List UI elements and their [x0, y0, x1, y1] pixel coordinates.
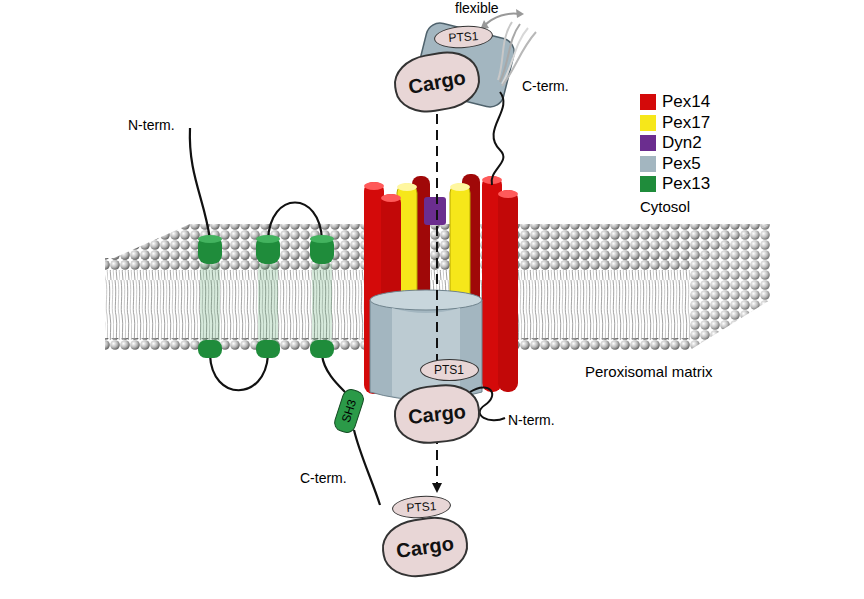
pex13-protein	[190, 128, 380, 505]
annotation-label: C-term.	[300, 470, 347, 486]
legend-text: Dyn2	[662, 133, 702, 153]
legend-row: Pex13	[640, 174, 710, 194]
sh3-domain: SH3	[332, 387, 367, 436]
annotation-label: C-term.	[522, 78, 569, 94]
node-text: PTS1	[406, 499, 437, 515]
node-text: Cargo	[395, 532, 455, 563]
node-text: PTS1	[448, 29, 479, 45]
node-text: SH3	[339, 398, 360, 425]
annotation-label: Cytosol	[640, 198, 690, 215]
legend-swatch	[640, 94, 656, 110]
legend-swatch	[640, 115, 656, 131]
cargo-blob: Cargo	[378, 512, 471, 581]
legend-text: Pex13	[662, 174, 710, 194]
pts1-ellipse: PTS1	[391, 494, 451, 520]
legend-text: Pex17	[662, 113, 710, 133]
legend-row: Pex5	[640, 154, 701, 174]
legend-swatch	[640, 156, 656, 172]
node-text: PTS1	[434, 363, 464, 377]
pts1-ellipse: PTS1	[420, 359, 479, 381]
annotation-label: Peroxisomal matrix	[585, 363, 713, 380]
legend-swatch	[640, 176, 656, 192]
annotation-label: flexible	[455, 0, 499, 16]
legend-swatch	[640, 135, 656, 151]
legend-row: Pex14	[640, 92, 710, 112]
legend-row: Dyn2	[640, 133, 702, 153]
node-text: Cargo	[407, 66, 468, 99]
legend-text: Pex5	[662, 154, 701, 174]
pex13-helix	[198, 235, 334, 358]
legend-text: Pex14	[662, 92, 710, 112]
node-text: Cargo	[407, 400, 467, 429]
annotation-label: N-term.	[508, 412, 555, 428]
legend-row: Pex17	[640, 113, 710, 133]
annotation-label: N-term.	[128, 117, 175, 133]
